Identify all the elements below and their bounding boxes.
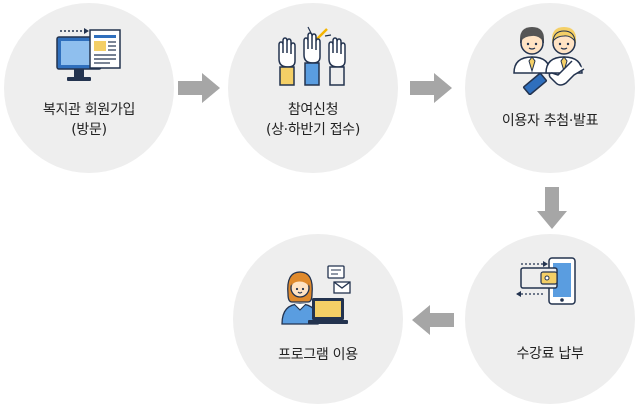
computer-document-icon — [56, 28, 121, 81]
step-5-program-use: 프로그램 이용 — [233, 234, 403, 404]
step-3-label: 이용자 추첨·발표 — [465, 111, 635, 131]
arrow-right-icon — [178, 73, 220, 103]
step-5-label: 프로그램 이용 — [233, 345, 403, 365]
step-2-application: 참여신청 (상·하반기 접수) — [228, 3, 398, 173]
raised-hands-icon — [278, 26, 346, 86]
step-2-line1: 참여신청 — [287, 102, 339, 118]
arrow-left-icon — [412, 305, 454, 335]
step-4-payment: 수강료 납부 — [465, 234, 635, 404]
people-selection-icon — [513, 27, 585, 95]
mobile-wallet-icon — [516, 257, 576, 305]
step-3-selection: 이용자 추첨·발표 — [465, 3, 635, 173]
woman-laptop-icon — [281, 265, 351, 325]
step-3-line1: 이용자 추첨·발표 — [501, 113, 599, 129]
arrow-down-icon — [537, 187, 567, 229]
arrow-right-icon — [410, 73, 452, 103]
step-1-line1: 복지관 회원가입 — [42, 102, 136, 118]
step-4-label: 수강료 납부 — [465, 344, 635, 364]
step-5-line1: 프로그램 이용 — [278, 347, 358, 363]
step-1-line2: (방문) — [71, 122, 107, 138]
step-1-membership: 복지관 회원가입 (방문) — [4, 3, 174, 173]
step-1-label: 복지관 회원가입 (방문) — [4, 100, 174, 140]
step-4-line1: 수강료 납부 — [516, 346, 584, 362]
step-2-line2: (상·하반기 접수) — [265, 122, 361, 138]
step-2-label: 참여신청 (상·하반기 접수) — [228, 100, 398, 140]
